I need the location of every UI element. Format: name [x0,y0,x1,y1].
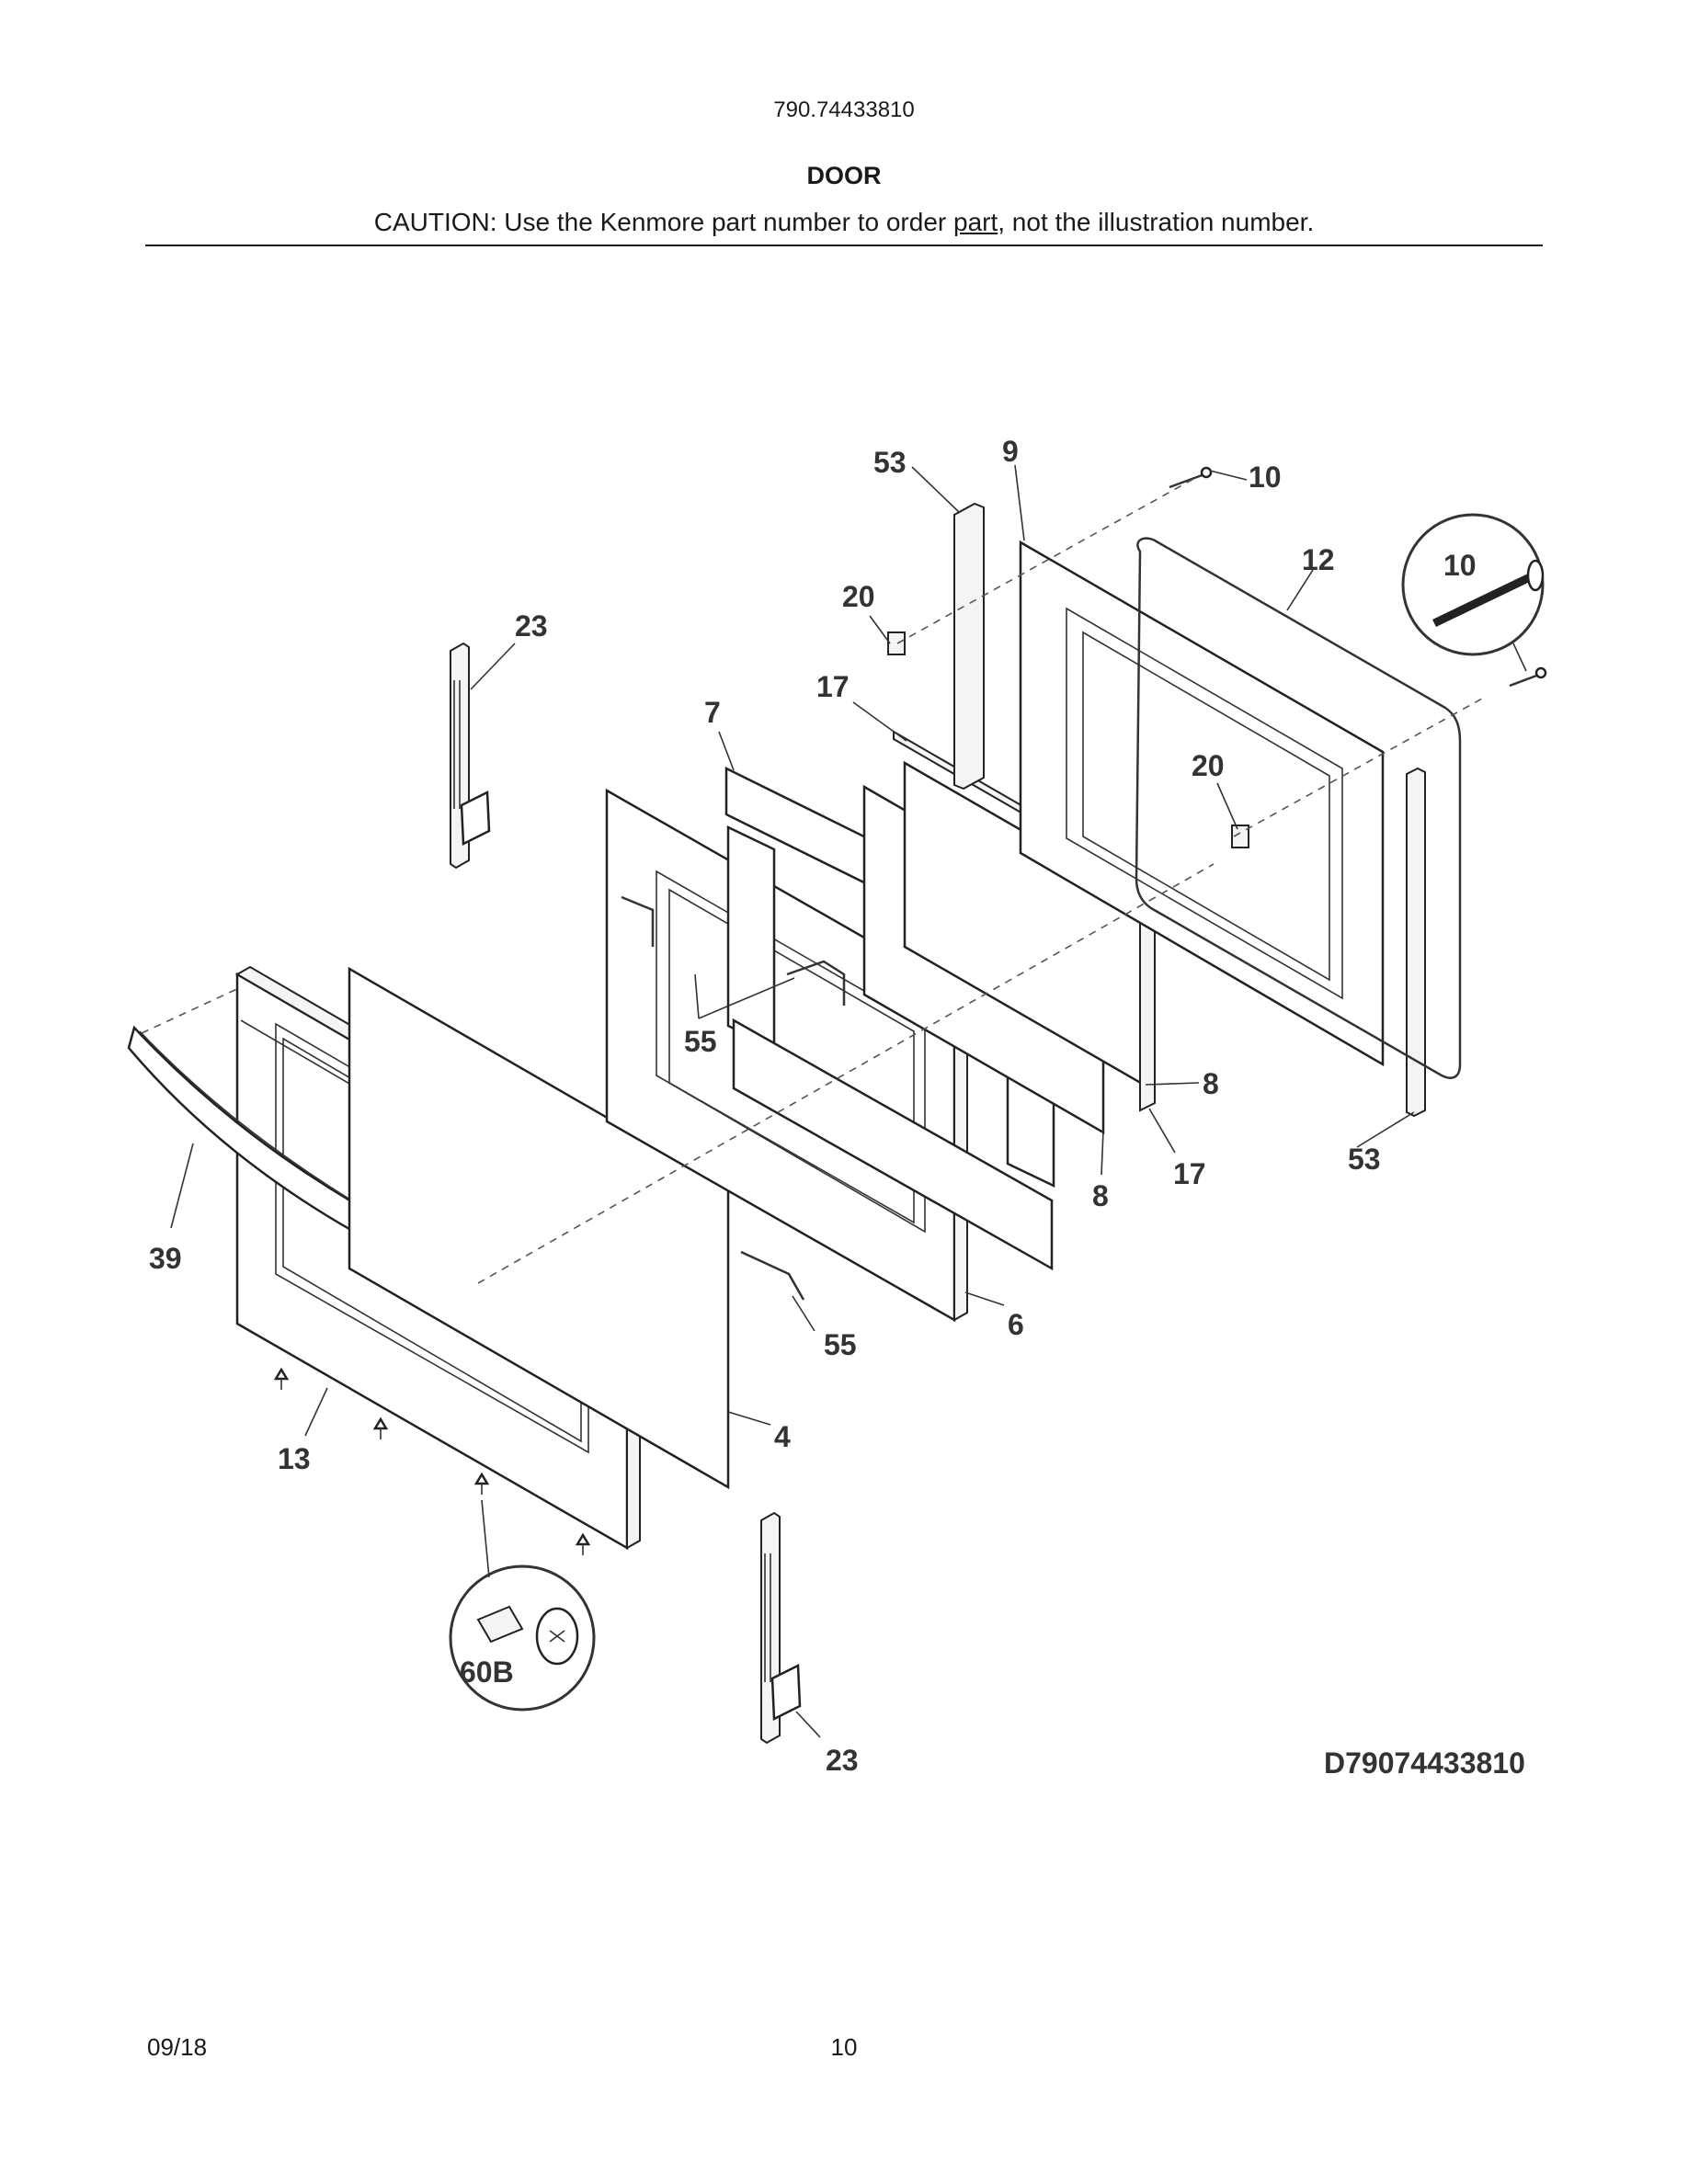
header-rule [145,245,1543,246]
screw-detail-circle [449,1564,596,1712]
liner-screws [1169,466,1547,688]
callout-12: 12 [1302,543,1335,576]
callout-8-bottom: 8 [1092,1179,1109,1212]
callout-17-bottom: 17 [1173,1157,1206,1190]
callout-53-top: 53 [873,446,907,479]
callout-8-right: 8 [1203,1067,1219,1100]
hinge-bracket-lower [1231,825,1249,848]
caution-suffix: , not the illustration number. [998,208,1315,236]
inner-door-liner [1019,540,1385,1067]
callout-55-lower: 55 [824,1328,857,1361]
hinge-lower [760,1511,802,1745]
screw-10-detail-circle [1401,513,1545,656]
footer-date: 09/18 [147,2033,208,2061]
callout-39: 39 [149,1242,182,1275]
door-gasket [1135,537,1462,1079]
callout-17-top: 17 [816,670,850,703]
callout-23-upper: 23 [515,609,548,643]
hinge-bracket-upper [887,631,906,655]
caution-note: CAUTION: Use the Kenmore part number to … [0,208,1688,237]
section-title: DOOR [806,162,882,189]
callout-9: 9 [1002,435,1019,468]
model-number: 790.74433810 [773,97,915,122]
callout-7: 7 [704,696,721,729]
alignment-lines [141,477,1483,1284]
callout-20-upper: 20 [842,580,875,613]
callout-10-detail: 10 [1443,549,1477,582]
callout-numbers: 53 9 10 12 10 20 23 17 7 20 55 8 53 17 8… [149,435,1477,1777]
callout-6: 6 [1008,1308,1024,1341]
footer-page-number: 10 [830,2033,858,2061]
outer-glass [348,966,730,1490]
caution-prefix: CAUTION: Use the Kenmore part number to … [373,208,953,236]
callout-20-lower: 20 [1192,749,1225,782]
callout-10-screw: 10 [1249,461,1282,494]
callout-53-bottom: 53 [1348,1143,1381,1176]
callout-55-upper: 55 [684,1025,717,1058]
door-screws [273,1367,591,1555]
callout-13: 13 [278,1442,311,1475]
callout-23-lower: 23 [826,1744,859,1777]
drawing-id: D79074433810 [1324,1746,1525,1780]
callout-60b: 60B [460,1655,514,1689]
hinge-upper [450,642,491,870]
leader-lines [170,464,1527,1738]
callout-4: 4 [774,1420,791,1453]
caution-underlined: part [953,208,998,236]
side-trims [953,502,1426,1118]
door-clips [621,895,846,1301]
